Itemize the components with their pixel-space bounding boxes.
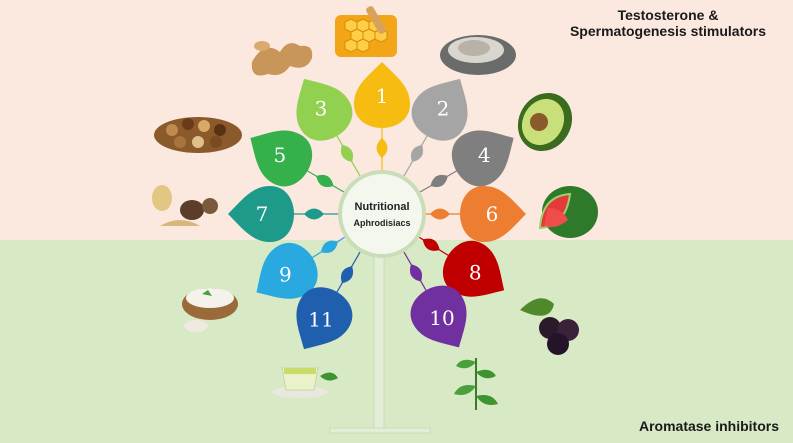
leaf-6 xyxy=(430,208,450,220)
petal-2 xyxy=(411,78,468,141)
ginger-icon xyxy=(251,41,313,76)
petal-number-7: 7 xyxy=(256,202,269,226)
center-circle xyxy=(338,170,426,258)
top-category-line2: Spermatogenesis stimulators xyxy=(569,23,767,40)
maca-root-icon xyxy=(152,185,218,226)
petal-10 xyxy=(410,285,467,348)
center-label-line1: Nutritional xyxy=(355,201,410,213)
small-leaves xyxy=(304,138,450,284)
leaf-11 xyxy=(340,265,354,284)
petal-4 xyxy=(451,130,514,187)
petal-number-2: 2 xyxy=(437,96,450,120)
avocado-icon xyxy=(517,92,573,152)
honeycomb-icon xyxy=(335,6,397,57)
petal-7 xyxy=(228,186,294,242)
petal-6 xyxy=(460,186,526,242)
oyster-icon xyxy=(440,35,516,75)
bottom-category-label: Aromatase inhibitors xyxy=(638,418,779,434)
leaf-10 xyxy=(409,264,423,282)
petal-9 xyxy=(256,242,318,299)
petal-number-6: 6 xyxy=(486,202,499,226)
green-tea-icon xyxy=(272,367,338,398)
petal-number-1: 1 xyxy=(376,84,389,108)
petal-number-9: 9 xyxy=(279,262,292,286)
bottom-region-background xyxy=(0,240,793,443)
watermelon-icon xyxy=(538,186,598,238)
top-category-line1: Testosterone & xyxy=(617,7,719,23)
center-label-line2: Aphrodisiacs xyxy=(353,218,410,228)
nettle-icon xyxy=(454,358,498,410)
leaf-3 xyxy=(340,144,354,163)
petal-8 xyxy=(443,240,505,297)
leaf-9 xyxy=(320,240,338,254)
leaf-4 xyxy=(430,174,448,188)
stem xyxy=(373,254,385,431)
leaf-5 xyxy=(316,174,334,188)
leaf-2 xyxy=(410,144,424,163)
leaf-1 xyxy=(376,138,388,158)
top-category-label: Testosterone & Spermatogenesis stimulato… xyxy=(553,7,783,39)
petal-number-4: 4 xyxy=(478,143,491,167)
petal-5 xyxy=(250,130,313,187)
grapes-icon xyxy=(520,298,579,355)
nuts-icon xyxy=(154,117,242,153)
petal-number-10: 10 xyxy=(429,306,454,330)
petal-11 xyxy=(296,287,353,350)
petals: 1 2 3 4 5 6 7 8 9 10 11 xyxy=(228,62,526,350)
petal-number-5: 5 xyxy=(273,143,286,167)
leaf-8 xyxy=(422,238,440,251)
petal-number-8: 8 xyxy=(469,260,482,284)
petal-1 xyxy=(354,62,410,128)
leaf-7 xyxy=(304,208,324,220)
yogurt-icon xyxy=(182,288,238,332)
ground xyxy=(329,427,431,434)
petal-3 xyxy=(296,78,353,141)
petal-number-3: 3 xyxy=(315,96,328,120)
petal-number-11: 11 xyxy=(308,308,333,332)
